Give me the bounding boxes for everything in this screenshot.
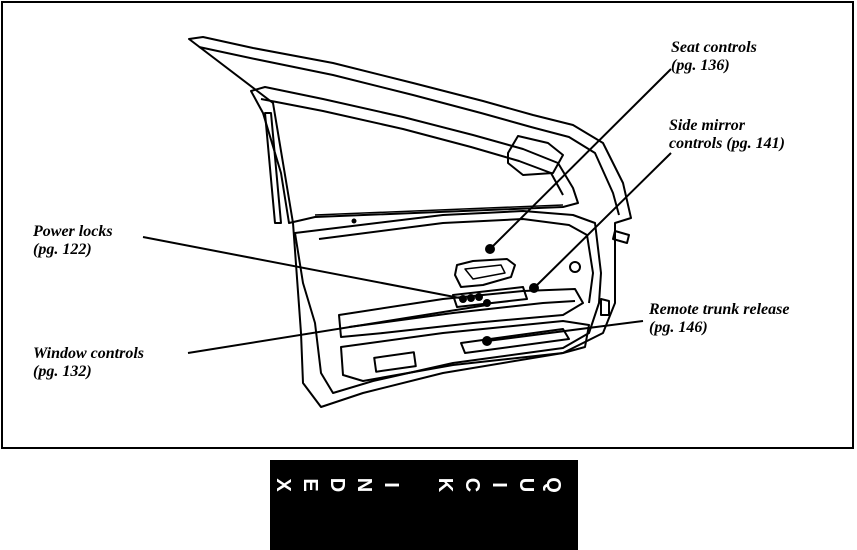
quick-index-text: Q U I C K I N D E X: [270, 470, 578, 500]
tab-letter: N: [353, 477, 375, 493]
window-controls-page: (pg. 132): [33, 363, 92, 380]
tab-letter: C: [461, 477, 483, 493]
seat-controls-title: Seat controls: [671, 39, 757, 56]
tab-letter: Q: [542, 477, 564, 493]
figure-frame: Seat controls (pg. 136) Side mirror cont…: [1, 1, 854, 449]
side-mirror-label: Side mirror controls (pg. 141): [669, 117, 785, 153]
tab-letter: K: [434, 477, 456, 493]
window-controls-title: Window controls: [33, 345, 144, 362]
tab-letter: I: [380, 482, 402, 488]
power-locks-label: Power locks (pg. 122): [33, 223, 113, 259]
tab-letter: D: [326, 477, 348, 493]
power-locks-page: (pg. 122): [33, 241, 92, 258]
power-locks-title: Power locks: [33, 223, 113, 240]
tab-letter: I: [488, 482, 510, 488]
window-controls-label: Window controls (pg. 132): [33, 345, 144, 381]
remote-trunk-title: Remote trunk release: [649, 301, 790, 318]
tab-letter: E: [299, 478, 321, 492]
remote-trunk-page: (pg. 146): [649, 319, 708, 336]
remote-trunk-label: Remote trunk release (pg. 146): [649, 301, 789, 337]
seat-controls-label: Seat controls (pg. 136): [671, 39, 757, 75]
quick-index-tab[interactable]: Q U I C K I N D E X: [270, 460, 578, 550]
tab-letter: U: [515, 477, 537, 493]
seat-controls-page: (pg. 136): [671, 57, 730, 74]
door-illustration: [142, 36, 672, 408]
side-mirror-page: controls (pg. 141): [669, 135, 785, 152]
tab-letter: X: [272, 478, 294, 492]
side-mirror-title: Side mirror: [669, 117, 746, 134]
